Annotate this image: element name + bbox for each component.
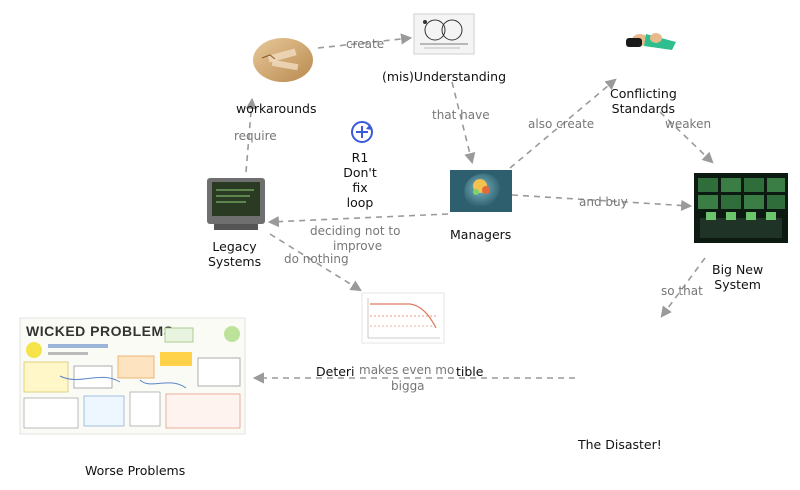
node-deteri: Deteri bbox=[316, 364, 355, 379]
edge-that-have bbox=[451, 81, 476, 165]
edge-label-do-nothing: do nothing bbox=[284, 252, 349, 266]
node-big-new-system-line2: System bbox=[714, 277, 761, 292]
edge-label-require: require bbox=[234, 129, 277, 143]
edge-label-weaken: weaken bbox=[665, 117, 712, 131]
node-the-disaster: The Disaster! bbox=[578, 437, 662, 452]
edge-label-create: create bbox=[346, 37, 385, 51]
edge-deciding-not-to-improve bbox=[267, 213, 449, 228]
egg-image bbox=[253, 38, 313, 82]
computer-image bbox=[207, 178, 265, 230]
edge-label-also-create: also create bbox=[528, 117, 595, 131]
wicked-problems-image: WICKED PROBLEMS bbox=[19, 317, 246, 435]
edge-also-create bbox=[509, 78, 617, 169]
svg-text:WICKED PROBLEMS: WICKED PROBLEMS bbox=[26, 323, 174, 339]
edge-label-deciding-not-to: deciding not to bbox=[310, 224, 401, 238]
conflict-image bbox=[626, 33, 676, 50]
edge-require bbox=[245, 97, 257, 173]
reinforcing-loop-icon bbox=[351, 121, 373, 143]
decline-chart-image bbox=[361, 292, 445, 344]
edge-create bbox=[317, 33, 413, 49]
edge-do-nothing bbox=[269, 233, 362, 292]
node-tible: tible bbox=[456, 364, 484, 379]
node-managers: Managers bbox=[450, 227, 512, 242]
edge-weaken bbox=[659, 111, 714, 164]
node-misunderstanding: (mis)Understanding bbox=[382, 69, 507, 84]
loop-label: R1 Don't fix loop bbox=[340, 150, 380, 210]
node-conflicting-standards-line2: Standards bbox=[611, 101, 676, 116]
edge-label-makes-even-mo: makes even mo bbox=[359, 363, 455, 377]
edge-label-that-have: that have bbox=[432, 108, 490, 122]
loop-line3: loop bbox=[346, 195, 374, 210]
node-legacy-line2: Systems bbox=[208, 254, 262, 269]
control-room-image bbox=[694, 173, 788, 243]
node-conflicting-standards-line1: Conflicting bbox=[610, 86, 677, 101]
sketch-image bbox=[413, 13, 475, 55]
loop-r1: R1 bbox=[351, 150, 369, 165]
node-big-new-system-line1: Big New bbox=[712, 262, 764, 277]
node-conflicting-standards: Conflicting Standards bbox=[610, 86, 677, 116]
node-worse-problems: Worse Problems bbox=[85, 463, 186, 478]
edge-and-buy bbox=[511, 194, 693, 212]
loop-line1: Don't bbox=[343, 165, 377, 180]
node-legacy-line1: Legacy bbox=[212, 239, 257, 254]
node-big-new-system: Big New System bbox=[712, 262, 763, 292]
node-workarounds: workarounds bbox=[236, 101, 317, 116]
edge-label-bigga: bigga bbox=[391, 379, 425, 393]
loop-line2: fix bbox=[352, 180, 368, 195]
edge-label-improve: improve bbox=[333, 239, 383, 253]
edge-label-and-buy: and buy bbox=[579, 195, 628, 209]
edges bbox=[245, 33, 714, 384]
edge-label-so-that: so that bbox=[661, 284, 703, 298]
node-legacy-systems: Legacy Systems bbox=[208, 239, 261, 269]
head-image bbox=[450, 170, 512, 212]
edge-so-that bbox=[660, 257, 706, 318]
